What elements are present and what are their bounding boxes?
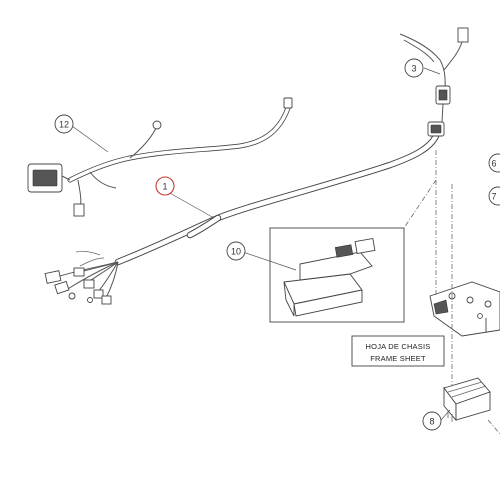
callout-3-circle[interactable] [404, 58, 424, 78]
callout-10[interactable]: 10 [226, 241, 246, 261]
callout-10-circle[interactable] [226, 241, 246, 261]
sheet-label-en: FRAME SHEET [370, 354, 426, 363]
callout-10-label: 10 [231, 247, 241, 257]
sheet-label-es: HOJA DE CHASIS [366, 342, 431, 351]
callout-1[interactable]: 1 [155, 176, 175, 196]
main-harness [114, 121, 445, 266]
callout-12[interactable]: 12 [54, 114, 74, 134]
callout-6-label: 6 [491, 159, 496, 169]
callout-3[interactable]: 3 [404, 58, 424, 78]
callout-3-label: 3 [411, 64, 416, 74]
relay-block-8 [443, 377, 491, 422]
callout-1-circle[interactable] [155, 176, 175, 196]
frame-sheet-reference: HOJA DE CHASIS FRAME SHEET [351, 335, 445, 367]
callout-8-label: 8 [429, 417, 434, 427]
callout-6[interactable]: 6 [488, 153, 500, 173]
sub-harness-end-connector [283, 97, 293, 109]
detail-box-10 [269, 227, 405, 323]
leader-lines [71, 67, 451, 422]
callout-12-label: 12 [59, 120, 69, 130]
callout-8[interactable]: 8 [422, 411, 442, 431]
callout-1-label: 1 [162, 182, 167, 192]
callout-12-circle[interactable] [54, 114, 74, 134]
ring-terminal [152, 120, 162, 130]
component-3-harness [399, 27, 469, 123]
callout-7[interactable]: 7 [488, 186, 500, 206]
callout-8-circle[interactable] [422, 411, 442, 431]
callout-7-label: 7 [491, 192, 496, 202]
callout-7-circle[interactable] [488, 186, 500, 206]
left-connector-bundle [44, 250, 119, 305]
sheet-label-box [351, 335, 445, 367]
dashed-lines [403, 150, 500, 435]
frame-bracket [429, 281, 500, 337]
sub-harness-12 [27, 97, 293, 217]
callout-6-circle[interactable] [488, 153, 500, 173]
